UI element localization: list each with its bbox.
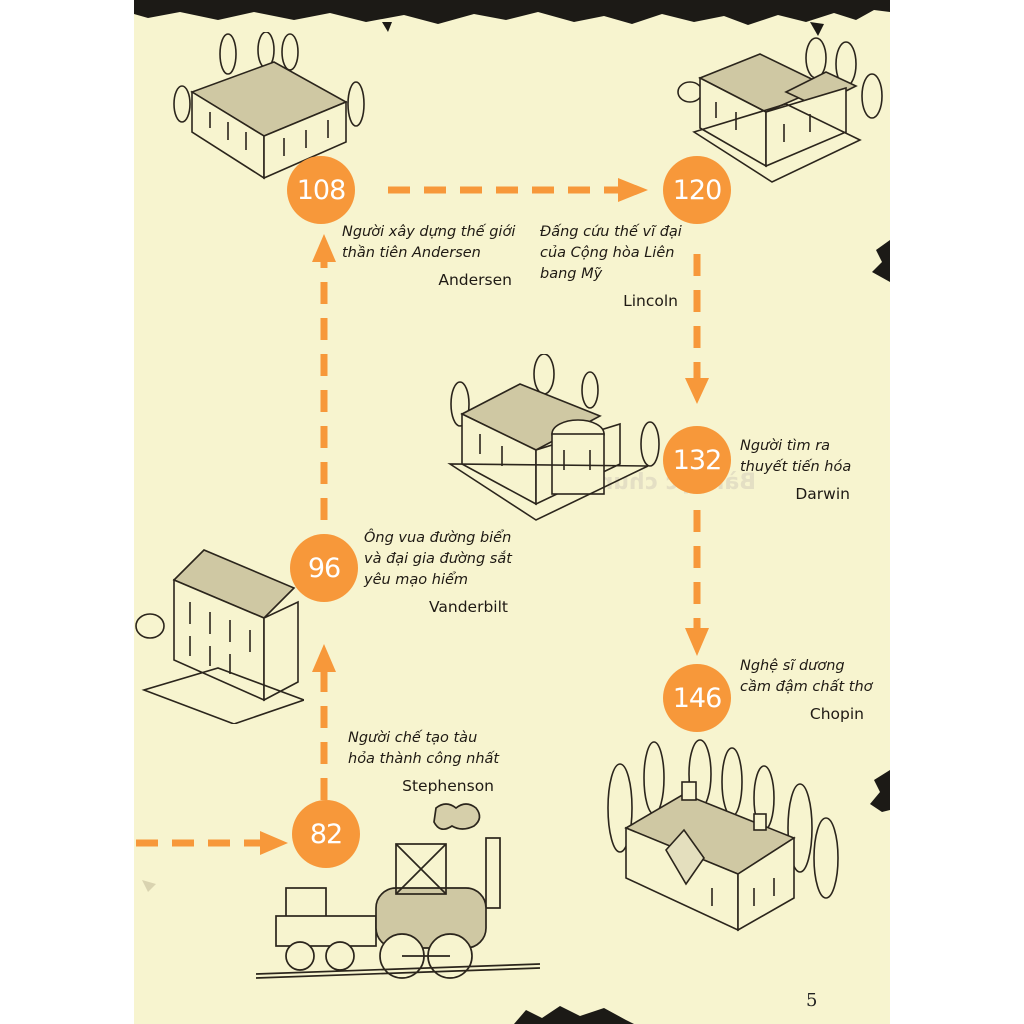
caption-line: Người xây dựng thế giới — [342, 224, 516, 240]
torn-edge-decoration — [134, 0, 890, 1024]
person-name: Chopin — [809, 705, 864, 723]
caption-darwin: Người tìm ra thuyết tiến hóa Darwin — [740, 436, 852, 505]
caption-line: Người tìm ra — [740, 438, 831, 454]
caption-line: và đại gia đường sắt — [364, 551, 512, 567]
caption-line: Ông vua đường biển — [364, 530, 512, 546]
page-badge-96: 96 — [290, 534, 358, 602]
caption-line: bang Mỹ — [540, 266, 603, 282]
caption-line: cầm đậm chất thơ — [740, 679, 873, 695]
page-badge-82: 82 — [292, 800, 360, 868]
caption-line: hỏa thành công nhất — [348, 751, 500, 767]
caption-line: thuyết tiến hóa — [740, 459, 852, 475]
page-badge-108: 108 — [287, 156, 355, 224]
caption-line: của Cộng hòa Liên — [540, 245, 675, 261]
caption-line: Đấng cứu thế vĩ đại — [540, 224, 682, 240]
caption-line: Nghệ sĩ dương — [740, 658, 845, 674]
caption-vanderbilt: Ông vua đường biển và đại gia đường sắt … — [364, 528, 512, 618]
page-badge-146: 146 — [663, 664, 731, 732]
book-page: Bài học chung chuơ? — [134, 0, 890, 1024]
person-name: Stephenson — [402, 777, 494, 795]
person-name: Lincoln — [623, 292, 678, 310]
page-number: 5 — [806, 990, 818, 1011]
caption-chopin: Nghệ sĩ dương cầm đậm chất thơ Chopin — [740, 656, 873, 725]
caption-lincoln: Đấng cứu thế vĩ đại của Cộng hòa Liên ba… — [540, 222, 682, 312]
caption-line: Người chế tạo tàu — [348, 730, 478, 746]
person-name: Darwin — [795, 485, 850, 503]
person-name: Andersen — [438, 271, 512, 289]
caption-andersen: Người xây dựng thế giới thần tiên Anders… — [342, 222, 516, 291]
page-badge-132: 132 — [663, 426, 731, 494]
caption-stephenson: Người chế tạo tàu hỏa thành công nhất St… — [348, 728, 500, 797]
caption-line: yêu mạo hiểm — [364, 572, 469, 588]
person-name: Vanderbilt — [429, 598, 508, 616]
caption-line: thần tiên Andersen — [342, 245, 481, 261]
page-badge-120: 120 — [663, 156, 731, 224]
